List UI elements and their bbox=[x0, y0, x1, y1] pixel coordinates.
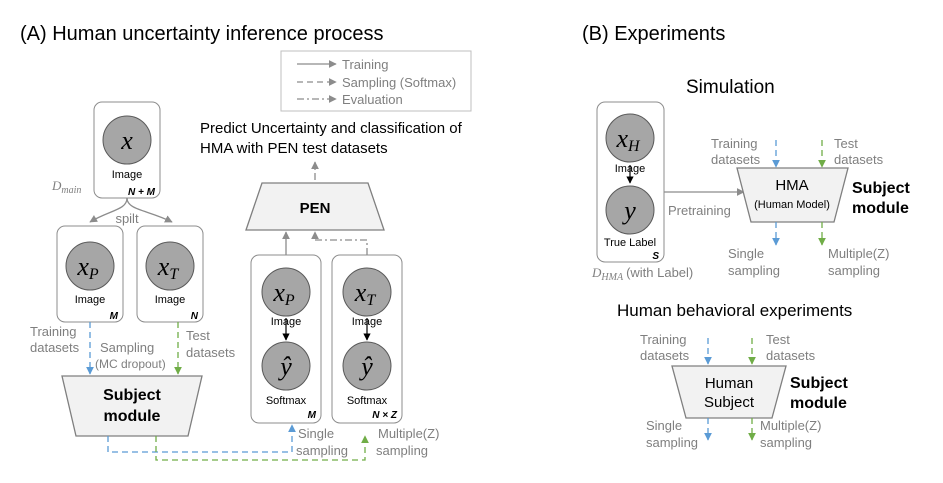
xt-node-caption: Image bbox=[155, 294, 186, 306]
single-sampling-path bbox=[107, 424, 296, 453]
hma-label-2: (Human Model) bbox=[754, 199, 830, 211]
xp-node-caption: Image bbox=[75, 294, 106, 306]
pen-module bbox=[245, 182, 385, 231]
a-sampling-label-2: (MC dropout) bbox=[95, 357, 166, 371]
a-subject-module-2: module bbox=[104, 408, 161, 425]
pen-right-to-pen-arrow bbox=[311, 231, 368, 255]
pen-left-bottom-node bbox=[261, 341, 311, 391]
h-training-label-2: datasets bbox=[640, 348, 690, 363]
h-single-label-2: sampling bbox=[646, 435, 698, 450]
xh-node-var: xH bbox=[615, 124, 641, 155]
pen-left-bottom-caption: Softmax bbox=[266, 395, 307, 407]
human-subject-2: Subject bbox=[704, 394, 755, 411]
main-plate-count: N + M bbox=[128, 187, 156, 198]
h-test-label-2: datasets bbox=[766, 348, 816, 363]
a-multiple-label-1: Multiple(Z) bbox=[378, 426, 439, 441]
a-single-label-2: sampling bbox=[296, 443, 348, 458]
panel-b-title: (B) Experiments bbox=[582, 23, 725, 45]
a-subject-module-1: Subject bbox=[103, 387, 161, 404]
pen-right-bottom-node bbox=[342, 341, 392, 391]
b-multiple-label-1: Multiple(Z) bbox=[828, 246, 889, 261]
h-multiple-label-1: Multiple(Z) bbox=[760, 418, 821, 433]
pen-left-bottom-var: ŷ bbox=[277, 352, 292, 381]
main-node-var: x bbox=[120, 126, 133, 155]
y-node-var: y bbox=[621, 196, 636, 225]
hma-label-1: HMA bbox=[775, 177, 808, 194]
multiple-sampling-path bbox=[155, 435, 369, 461]
h-subject-module-1: Subject bbox=[790, 375, 848, 392]
h-single-label-1: Single bbox=[646, 418, 682, 433]
legend-sampling-label: Sampling (Softmax) bbox=[342, 75, 456, 90]
a-multiple-label-2: sampling bbox=[376, 443, 428, 458]
predict-text-2: HMA with PEN test datasets bbox=[200, 140, 388, 157]
dmain-label: Dmain bbox=[51, 178, 81, 196]
a-test-label-2: datasets bbox=[186, 345, 236, 360]
h-multiple-label-2: sampling bbox=[760, 435, 812, 450]
predict-text-1: Predict Uncertainty and classification o… bbox=[200, 120, 463, 137]
hma-module bbox=[736, 167, 849, 223]
h-test-label-1: Test bbox=[766, 332, 790, 347]
pen-right-bottom-caption: Softmax bbox=[347, 395, 388, 407]
b-test-label-2: datasets bbox=[834, 152, 884, 167]
xt-plate-count: N bbox=[191, 311, 199, 322]
a-training-label-1: Training bbox=[30, 324, 76, 339]
y-node-caption: True Label bbox=[604, 237, 656, 249]
pen-label: PEN bbox=[300, 200, 331, 217]
hma-plate-count: S bbox=[652, 251, 659, 262]
a-training-label-2: datasets bbox=[30, 340, 80, 355]
xh-node bbox=[605, 113, 655, 163]
pen-right-plate-count: N × Z bbox=[372, 410, 398, 421]
pen-right-top-node bbox=[342, 267, 392, 317]
xt-node-var: xT bbox=[157, 252, 180, 283]
main-node-caption: Image bbox=[112, 169, 143, 181]
pen-right-top-var: xT bbox=[354, 278, 377, 309]
b-subject-module-2: module bbox=[852, 200, 909, 217]
legend-box bbox=[280, 50, 472, 112]
b-training-label-2: datasets bbox=[711, 152, 761, 167]
b-multiple-label-2: sampling bbox=[828, 263, 880, 278]
legend-training-label: Training bbox=[342, 57, 388, 72]
pen-left-top-var: xP bbox=[272, 278, 295, 309]
b-test-label-1: Test bbox=[834, 136, 858, 151]
b-single-label-2: sampling bbox=[728, 263, 780, 278]
dhma-label: DHMA(with Label) bbox=[591, 265, 693, 283]
xp-node-var: xP bbox=[76, 252, 99, 283]
b-single-label-1: Single bbox=[728, 246, 764, 261]
pen-left-plate-count: M bbox=[308, 410, 317, 421]
panel-a-title: (A) Human uncertainty inference process bbox=[20, 23, 384, 45]
legend: Training Sampling (Softmax) Evaluation bbox=[280, 50, 472, 112]
xt-node bbox=[145, 241, 195, 291]
human-subject-1: Human bbox=[705, 375, 753, 392]
a-subject-module bbox=[61, 375, 203, 437]
xp-plate-count: M bbox=[110, 311, 119, 322]
human-subject-module bbox=[671, 365, 787, 419]
xp-node bbox=[65, 241, 115, 291]
human-behavioral-title: Human behavioral experiments bbox=[617, 301, 852, 320]
legend-evaluation-label: Evaluation bbox=[342, 92, 403, 107]
b-training-label-1: Training bbox=[711, 136, 757, 151]
a-test-label-1: Test bbox=[186, 328, 210, 343]
h-subject-module-2: module bbox=[790, 395, 847, 412]
pen-left-top-node bbox=[261, 267, 311, 317]
spilt-arrow-left bbox=[89, 197, 128, 223]
pen-right-bottom-var: ŷ bbox=[358, 352, 373, 381]
h-training-label-1: Training bbox=[640, 332, 686, 347]
a-single-label-1: Single bbox=[298, 426, 334, 441]
y-node bbox=[605, 185, 655, 235]
spilt-arrow-right bbox=[126, 197, 173, 223]
main-node bbox=[102, 115, 152, 165]
a-sampling-label-1: Sampling bbox=[100, 340, 154, 355]
simulation-title: Simulation bbox=[686, 77, 775, 98]
pretraining-label: Pretraining bbox=[668, 203, 731, 218]
spilt-label: spilt bbox=[115, 211, 139, 226]
b-subject-module-1: Subject bbox=[852, 180, 910, 197]
